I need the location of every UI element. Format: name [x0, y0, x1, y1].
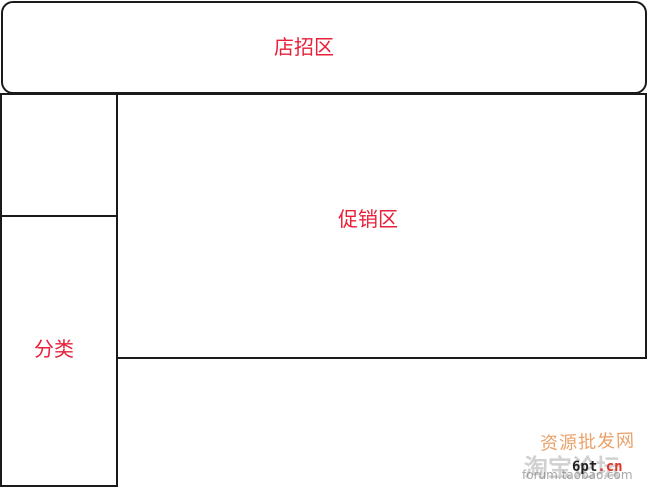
- shop-sign-label: 店招区: [274, 35, 334, 59]
- category-top-block: [0, 93, 118, 217]
- promotion-label: 促销区: [338, 207, 398, 231]
- watermark-site-text: 资源批发网: [539, 430, 636, 455]
- promotion-region: [116, 93, 647, 359]
- watermark-forum-text: 淘宝论坛: [524, 454, 620, 482]
- watermark-badge: 6pt.cn: [572, 459, 623, 475]
- category-label: 分类: [34, 337, 74, 361]
- watermark-logo: 淘宝论坛 资源批发网 forum.taobao.com 6pt.cn: [520, 424, 648, 486]
- category-region: [0, 215, 118, 487]
- shop-sign-region: [1, 1, 647, 94]
- watermark-url: forum.taobao.com: [522, 468, 633, 482]
